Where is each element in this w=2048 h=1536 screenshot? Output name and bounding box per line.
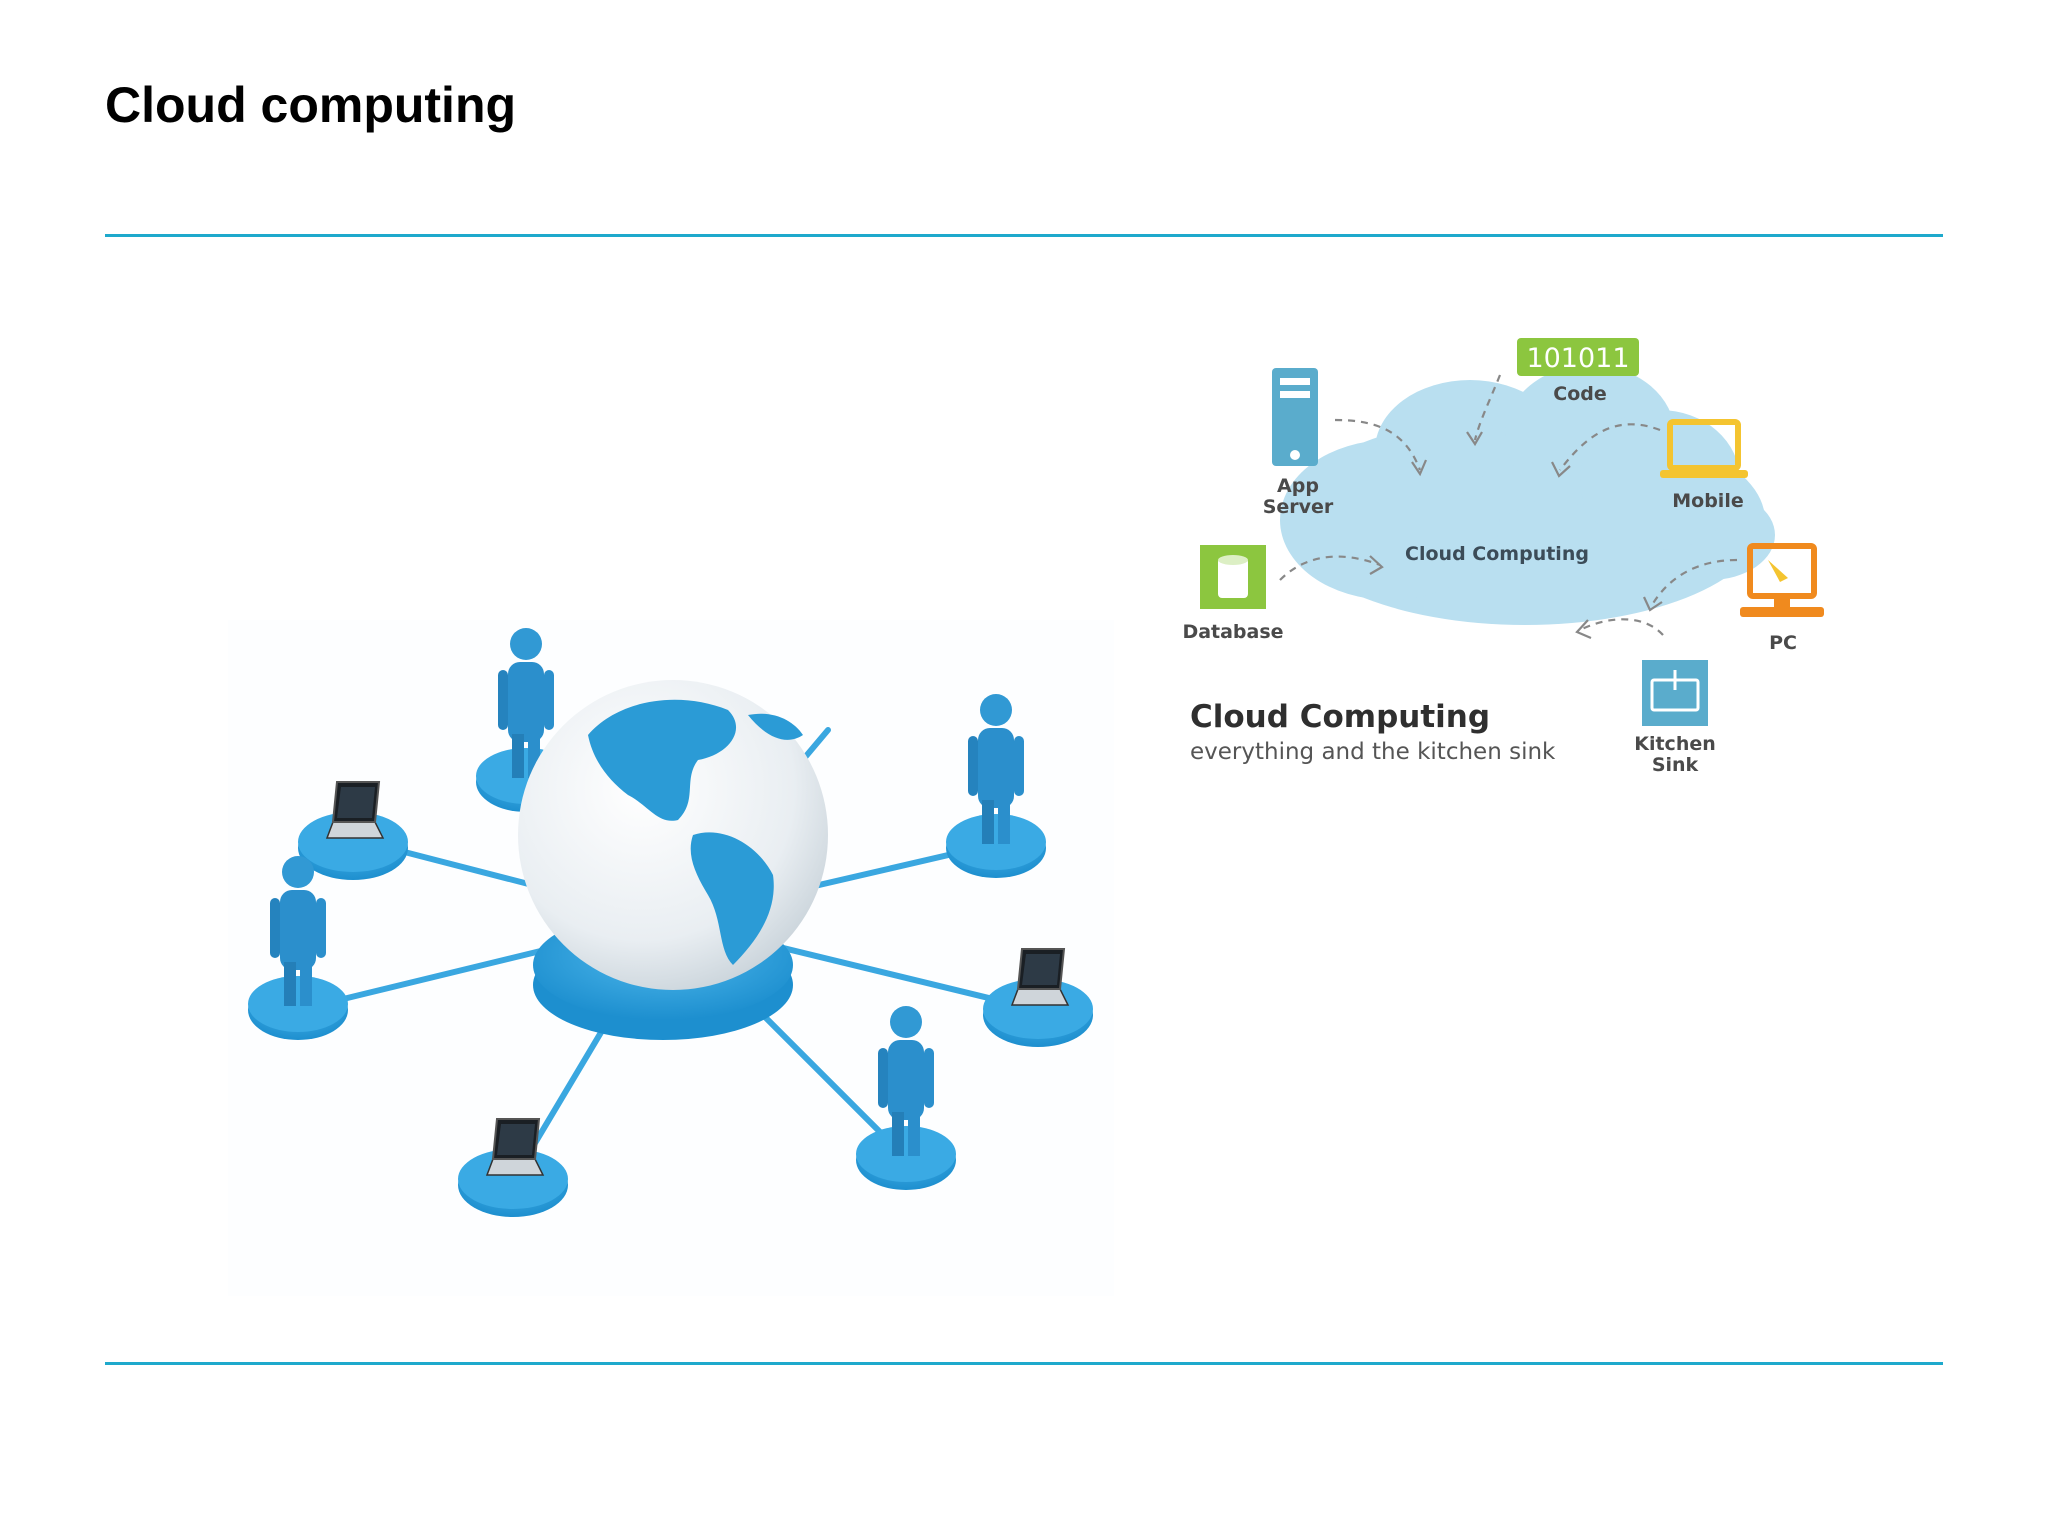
database-label: Database (1182, 621, 1283, 643)
app-server-label-line1: App (1277, 475, 1319, 497)
kitchen-sink-label-line2: Sink (1652, 754, 1699, 776)
kitchen-sink-icon (1642, 660, 1708, 726)
app-server-label-line2: Server (1263, 496, 1334, 518)
cloud-center-label: Cloud Computing (1405, 543, 1589, 565)
kitchen-sink-label-line1: Kitchen (1634, 733, 1716, 755)
mobile-node: Mobile (1660, 419, 1748, 512)
database-node: Database (1182, 545, 1284, 643)
globe-network-illustration (228, 620, 1114, 1296)
cloud-computing-diagram: Cloud Computing 101011 Code App (1140, 320, 1900, 790)
pc-node: PC (1740, 543, 1824, 654)
app-server-node: App Server (1263, 368, 1334, 518)
code-badge-icon (1517, 338, 1639, 376)
code-badge-text: 101011 (1526, 343, 1629, 374)
globe-network-icon (248, 628, 1094, 1218)
laptop-icon (1660, 419, 1748, 478)
bottom-divider (105, 1362, 1943, 1365)
slide-title: Cloud computing (105, 77, 517, 133)
database-icon (1200, 545, 1266, 609)
top-divider (105, 234, 1943, 237)
kitchen-sink-node: Kitchen Sink (1634, 660, 1716, 776)
server-icon (1272, 368, 1318, 466)
diagram-caption-subtitle: everything and the kitchen sink (1190, 739, 1556, 765)
monitor-icon (1740, 543, 1824, 617)
pc-label: PC (1769, 632, 1797, 654)
diagram-caption-title: Cloud Computing (1190, 699, 1490, 735)
code-label: Code (1553, 383, 1606, 405)
cloud-shape (1280, 365, 1775, 625)
mobile-label: Mobile (1672, 490, 1743, 512)
code-node: 101011 Code (1517, 338, 1639, 405)
